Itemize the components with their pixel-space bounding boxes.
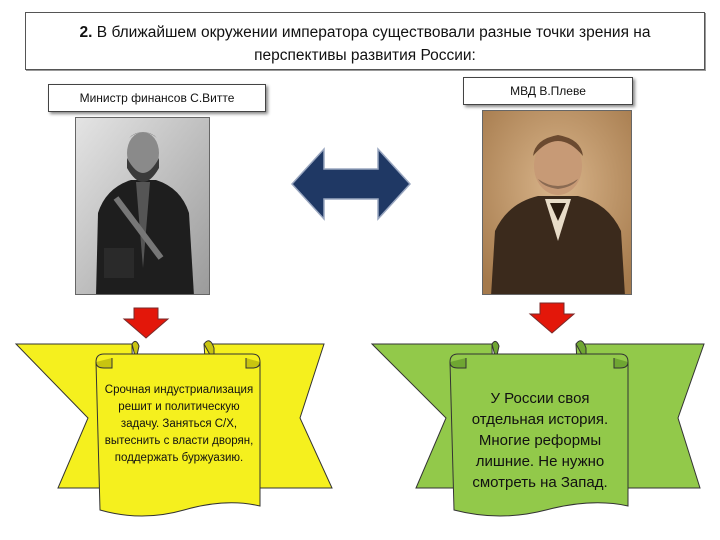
witte-portrait xyxy=(75,117,210,295)
witte-label: Министр финансов С.Витте xyxy=(48,84,266,112)
title-number: 2. xyxy=(80,24,93,41)
pleve-position-text: У России своя отдельная история. Многие … xyxy=(455,388,625,493)
left-down-arrow-icon xyxy=(122,307,170,339)
witte-position-text: Срочная индустриализация решит и политич… xyxy=(100,382,258,467)
double-arrow-icon xyxy=(290,145,412,223)
title-text: В ближайшем окружении императора существ… xyxy=(97,24,651,64)
slide-title: 2. В ближайшем окружении императора суще… xyxy=(25,12,705,70)
pleve-portrait xyxy=(482,110,632,295)
right-down-arrow-icon xyxy=(528,302,576,334)
pleve-label: МВД В.Плеве xyxy=(463,77,633,105)
